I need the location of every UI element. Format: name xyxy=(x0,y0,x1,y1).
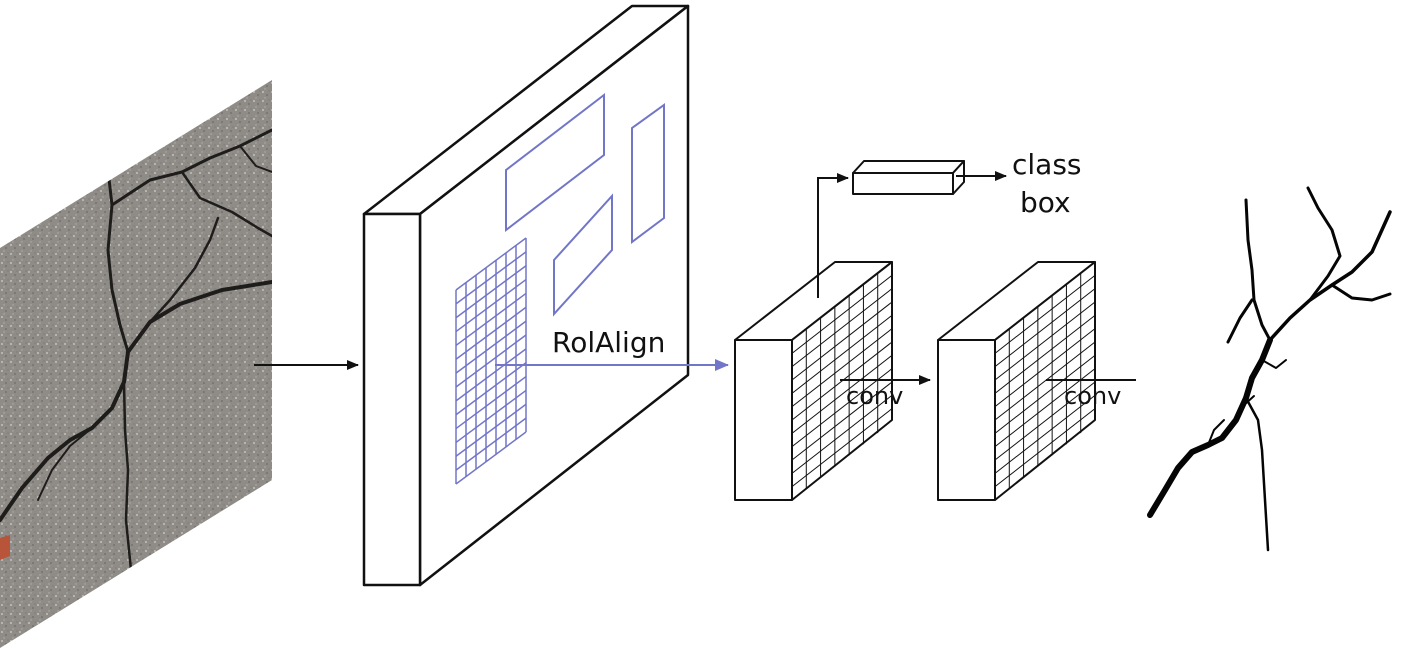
grid-line xyxy=(455,375,527,430)
grid-line xyxy=(791,301,893,381)
grid-line xyxy=(994,274,1096,354)
roi-grid xyxy=(455,237,527,485)
grid-line xyxy=(455,389,527,444)
grid-line xyxy=(791,328,893,408)
grid-line xyxy=(791,368,893,448)
grid-line xyxy=(994,314,1096,394)
grid-line xyxy=(455,334,527,388)
grid-line xyxy=(455,237,527,291)
grid-line xyxy=(791,354,893,434)
grid-line xyxy=(994,408,1096,488)
grid-line xyxy=(994,381,1096,461)
grid-line xyxy=(455,348,527,402)
grid-line xyxy=(994,288,1096,368)
grid-line xyxy=(791,381,893,461)
grid-line xyxy=(994,341,1096,421)
output-crack-mask xyxy=(1147,186,1392,552)
roi-box-1 xyxy=(505,92,605,233)
grid-line xyxy=(791,314,893,394)
grid-line xyxy=(455,306,527,360)
roi-box-2 xyxy=(553,193,613,317)
grid-line xyxy=(455,265,527,319)
grid-line xyxy=(994,368,1096,448)
grid-line xyxy=(994,354,1096,434)
fc-head-box xyxy=(852,160,965,195)
conv-label-2: conv xyxy=(1064,382,1121,410)
grid-line xyxy=(455,278,527,333)
grid-line xyxy=(455,292,527,347)
branch-arrow xyxy=(817,173,849,298)
grid-line xyxy=(994,301,1096,381)
grid-line xyxy=(994,394,1096,474)
grid-line xyxy=(455,362,527,416)
grid-line xyxy=(455,417,527,471)
grid-line xyxy=(791,288,893,368)
roi-feature-grid xyxy=(791,273,893,489)
grid-line xyxy=(455,320,527,374)
grid-line xyxy=(791,394,893,474)
grid-line xyxy=(455,251,527,305)
grid-line xyxy=(791,274,893,354)
roi-boxes xyxy=(505,92,665,317)
box-label: box xyxy=(1020,186,1071,219)
input-crack-photo xyxy=(0,80,272,648)
roialign-label: RolAlign xyxy=(552,326,665,359)
grid-line xyxy=(455,403,527,457)
conv-feature-grid xyxy=(994,273,1096,489)
grid-line xyxy=(455,431,527,485)
roi-box-3 xyxy=(631,103,665,244)
grid-line xyxy=(994,328,1096,408)
class-label: class xyxy=(1012,148,1082,181)
grid-line xyxy=(791,408,893,488)
conv-label-1: conv xyxy=(846,382,903,410)
